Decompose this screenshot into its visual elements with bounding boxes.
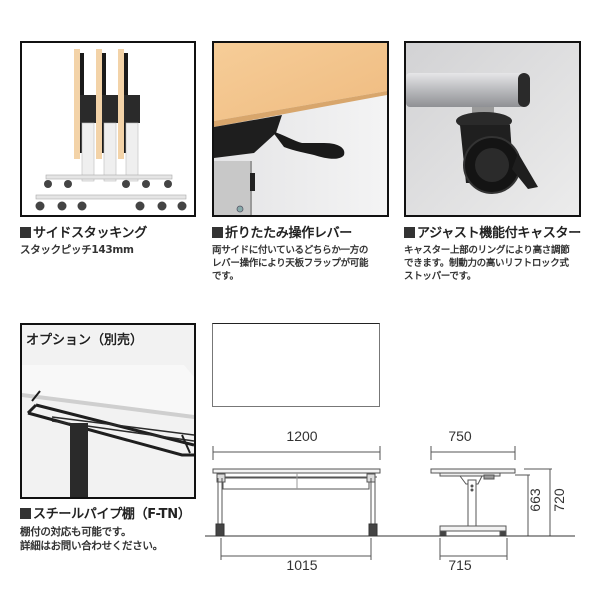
desc-line: キャスター上部のリングにより高さ調節 — [404, 245, 570, 256]
desc-line: 棚付の対応も可能です。 — [20, 526, 132, 538]
side-stacking-image — [20, 41, 196, 217]
desc-line: です。 — [212, 271, 239, 282]
dim-front-width-bottom: 1015 — [286, 557, 318, 573]
option-title-text: スチールパイプ棚（F-TN） — [33, 507, 191, 522]
feature-desc-folding-lever: 両サイドに付いているどちらか一方の レバー操作により天板フラップが可能 です。 — [212, 244, 369, 283]
caster-illustration — [406, 43, 579, 215]
desc-line: レバー操作により天板フラップが可能 — [212, 258, 369, 269]
option-title: スチールパイプ棚（F-TN） — [20, 503, 191, 522]
feature-title-folding-lever: 折りたたみ操作レバー — [212, 222, 352, 241]
desc-line: できます。制動力の高いリフトロック式 — [404, 258, 569, 269]
option-description: 棚付の対応も可能です。 詳細はお問い合わせください。 — [20, 525, 163, 553]
top-view-rectangle — [212, 323, 380, 407]
folding-lever-image — [212, 41, 389, 217]
square-bullet-icon — [212, 227, 223, 238]
steel-pipe-shelf-image: オプション（別売） — [20, 323, 196, 499]
feature-desc-side-stacking: スタックピッチ143mm — [20, 244, 134, 256]
feature-title-text: アジャスト機能付キャスター — [417, 226, 581, 241]
desc-line: 詳細はお問い合わせください。 — [20, 540, 163, 552]
dim-front-width-top: 1200 — [286, 428, 318, 444]
desc-line: ストッパーです。 — [404, 271, 477, 282]
feature-title-text: 折りたたみ操作レバー — [225, 226, 353, 241]
square-bullet-icon — [20, 227, 31, 238]
option-badge: オプション（別売） — [26, 333, 144, 348]
dim-side-depth-top: 750 — [448, 428, 472, 444]
adjustable-caster-image — [404, 41, 581, 217]
dim-side-depth-bottom: 715 — [448, 557, 472, 573]
square-bullet-icon — [20, 508, 31, 519]
square-bullet-icon — [404, 227, 415, 238]
feature-title-adjustable-caster: アジャスト機能付キャスター — [404, 222, 581, 241]
shelf-illustration — [22, 325, 194, 497]
stacked-tables-illustration — [35, 49, 187, 211]
side-elevation-drawing — [400, 446, 575, 560]
lever-illustration — [214, 43, 387, 215]
desc-line: 両サイドに付いているどちらか一方の — [212, 245, 369, 256]
feature-title-side-stacking: サイドスタッキング — [20, 222, 147, 241]
feature-title-text: サイドスタッキング — [33, 226, 147, 241]
feature-desc-adjustable-caster: キャスター上部のリングにより高さ調節 できます。制動力の高いリフトロック式 スト… — [404, 244, 570, 283]
front-elevation-drawing — [205, 446, 405, 560]
